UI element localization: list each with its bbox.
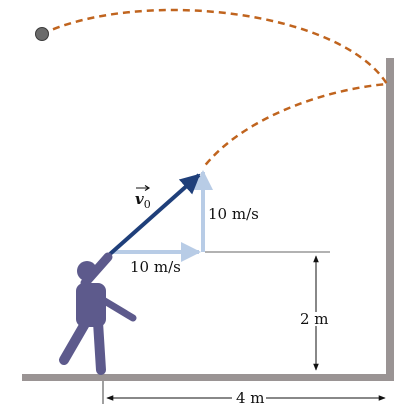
wall: [386, 58, 394, 381]
person-figure: [59, 252, 137, 375]
height-label: 2 m: [300, 310, 329, 328]
ground: [22, 374, 394, 381]
velocity-label: v0: [135, 190, 151, 211]
vertical-speed-label: 10 m/s: [208, 205, 259, 223]
horizontal-speed-label: 10 m/s: [130, 258, 181, 276]
vector-overarrow: [136, 185, 151, 191]
distance-label: 4 m: [236, 389, 265, 407]
trajectory-path: [41, 8, 390, 169]
initial-velocity-arrow: [108, 173, 201, 256]
ball: [35, 27, 49, 41]
